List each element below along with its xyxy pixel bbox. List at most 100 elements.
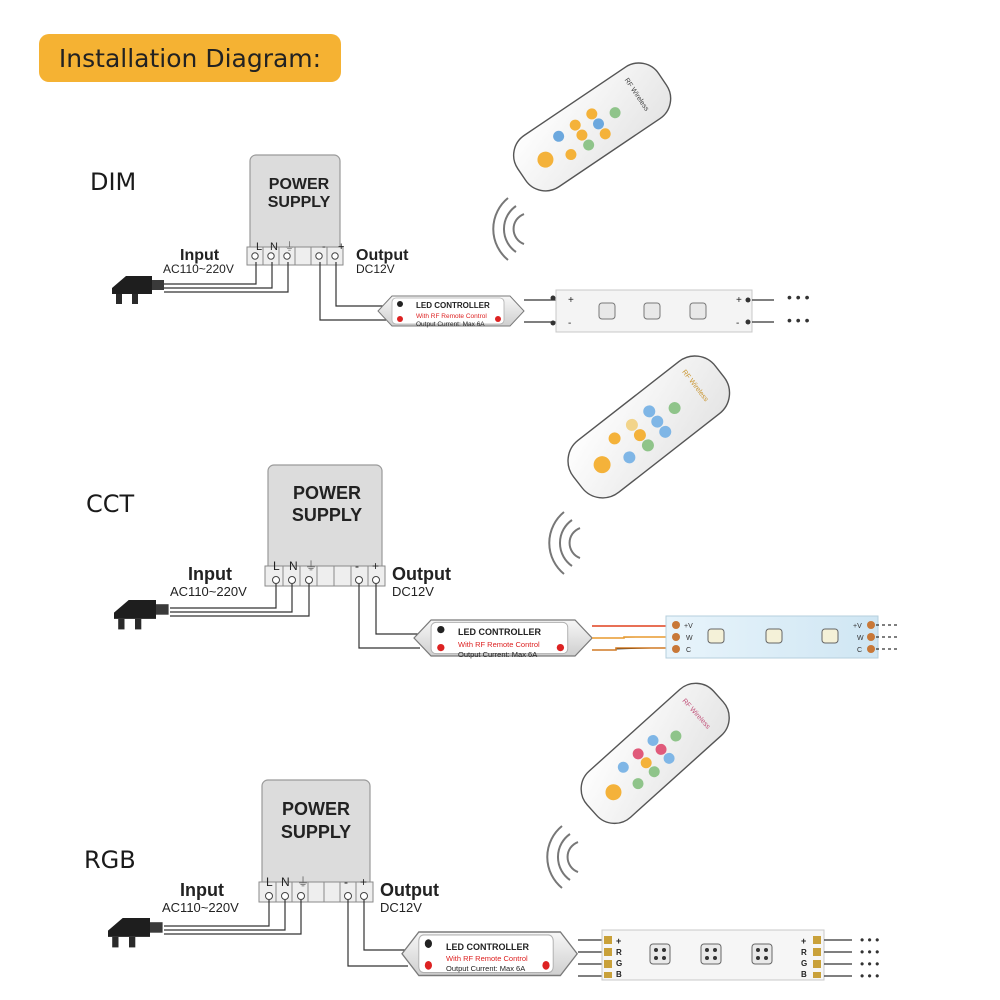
ac-plug (108, 918, 163, 948)
led-chip (707, 628, 725, 644)
terminal-l: L (266, 875, 273, 889)
input-label: Input (188, 564, 232, 584)
power-button (605, 784, 622, 801)
ac-plug (114, 600, 169, 630)
mode-label-dim: DIM (90, 168, 137, 196)
output-voltage: DC12V (356, 262, 395, 276)
strip-continuation: • • • (860, 957, 879, 971)
remote-button (569, 119, 581, 131)
strip-right-plus: + (736, 295, 742, 306)
strip-left-plus: + (616, 936, 621, 946)
input-voltage: AC110~220V (162, 900, 239, 915)
signal-waves (548, 511, 581, 575)
strip-left-r: R (616, 948, 622, 957)
input-label: Input (180, 880, 224, 900)
led-chip (765, 628, 783, 644)
psu-label-power: POWER (282, 799, 350, 819)
remote-button (593, 118, 605, 130)
remote-button (659, 425, 672, 438)
signal-waves (546, 825, 579, 889)
terminal-minus: - (355, 559, 359, 573)
terminal-plus: + (338, 241, 344, 253)
strip-right-b: B (801, 970, 807, 979)
led-chip (643, 302, 661, 320)
input-label: Input (180, 247, 220, 264)
output-label: Output (380, 880, 439, 900)
led-chip (751, 943, 773, 965)
power-button (593, 456, 611, 474)
psu-label-supply: SUPPLY (268, 194, 331, 211)
remote-button (625, 418, 638, 431)
remote-button (643, 405, 656, 418)
strip-left-b: B (616, 970, 622, 979)
strip-continuation: • • • (860, 969, 879, 983)
remote-button (632, 748, 644, 760)
strip-right-minus: - (736, 318, 739, 329)
remote-button (576, 129, 588, 141)
psu-label-supply: SUPPLY (292, 505, 362, 525)
terminal-l: L (273, 559, 280, 573)
strip-left-minus: - (568, 318, 571, 329)
strip-right-plus: + (801, 936, 806, 946)
rf-remote: RF Wireless (512, 62, 672, 192)
terminal-plus: + (372, 559, 379, 573)
strip-right-v: +V (853, 623, 862, 630)
terminal-ground: ⏚ (297, 875, 309, 889)
led-chip (598, 302, 616, 320)
controller-title: LED CONTROLLER (446, 942, 529, 952)
output-label: Output (392, 564, 451, 584)
remote-button (632, 778, 644, 790)
section-cct: POWER SUPPLY L N ⏚ - + Input AC110~220V … (114, 355, 898, 659)
strip-right-r: R (801, 948, 807, 957)
remote-button (609, 107, 621, 119)
output-voltage: DC12V (392, 584, 434, 599)
terminal-n: N (270, 241, 278, 253)
remote-button (623, 451, 636, 464)
remote-button (655, 743, 667, 755)
strip-left-g: G (616, 959, 622, 968)
controller-spec: Output Current: Max 6A (446, 964, 525, 973)
strip-left-plus: + (568, 295, 574, 306)
input-voltage: AC110~220V (163, 262, 234, 276)
terminal-ground: ⏚ (284, 240, 295, 253)
remote-button (670, 730, 682, 742)
controller-subtitle: With RF Remote Control (446, 954, 528, 963)
remote-button (617, 761, 629, 773)
psu-label-power: POWER (293, 483, 361, 503)
output-label: Output (356, 247, 409, 264)
mode-label-rgb: RGB (84, 846, 136, 874)
ac-plug (112, 276, 164, 304)
remote-button (668, 402, 681, 415)
terminal-n: N (281, 875, 290, 889)
psu-label-supply: SUPPLY (281, 822, 351, 842)
strip-left-w: W (686, 635, 693, 642)
remote-button (640, 757, 652, 769)
strip-right-w: W (857, 635, 864, 642)
remote-button (647, 734, 659, 746)
remote-button (608, 432, 621, 445)
led-chip (700, 943, 722, 965)
strip-left-v: +V (684, 623, 693, 630)
terminal-minus: - (322, 241, 326, 253)
rf-remote: RF Wireless (580, 682, 730, 825)
strip-continuation: • • • (787, 312, 810, 328)
section-rgb: POWER SUPPLY L N ⏚ - + Input AC110~220V … (108, 682, 879, 983)
remote-button (565, 149, 577, 161)
remote-button (648, 766, 660, 778)
remote-button (599, 128, 611, 140)
controller-spec: Output Current: Max 6A (416, 321, 485, 328)
mode-label-cct: CCT (86, 490, 135, 518)
remote-button (651, 415, 664, 428)
remote-button (583, 139, 595, 151)
strip-right-g: G (801, 959, 807, 968)
psu-label-power: POWER (269, 176, 330, 193)
led-chip (821, 628, 839, 644)
strip-continuation: • • • (860, 945, 879, 959)
terminal-plus: + (360, 875, 367, 889)
led-chip (689, 302, 707, 320)
terminal-n: N (289, 559, 298, 573)
strip-continuation: • • • (787, 289, 810, 305)
input-voltage: AC110~220V (170, 584, 247, 599)
controller-title: LED CONTROLLER (458, 627, 541, 637)
